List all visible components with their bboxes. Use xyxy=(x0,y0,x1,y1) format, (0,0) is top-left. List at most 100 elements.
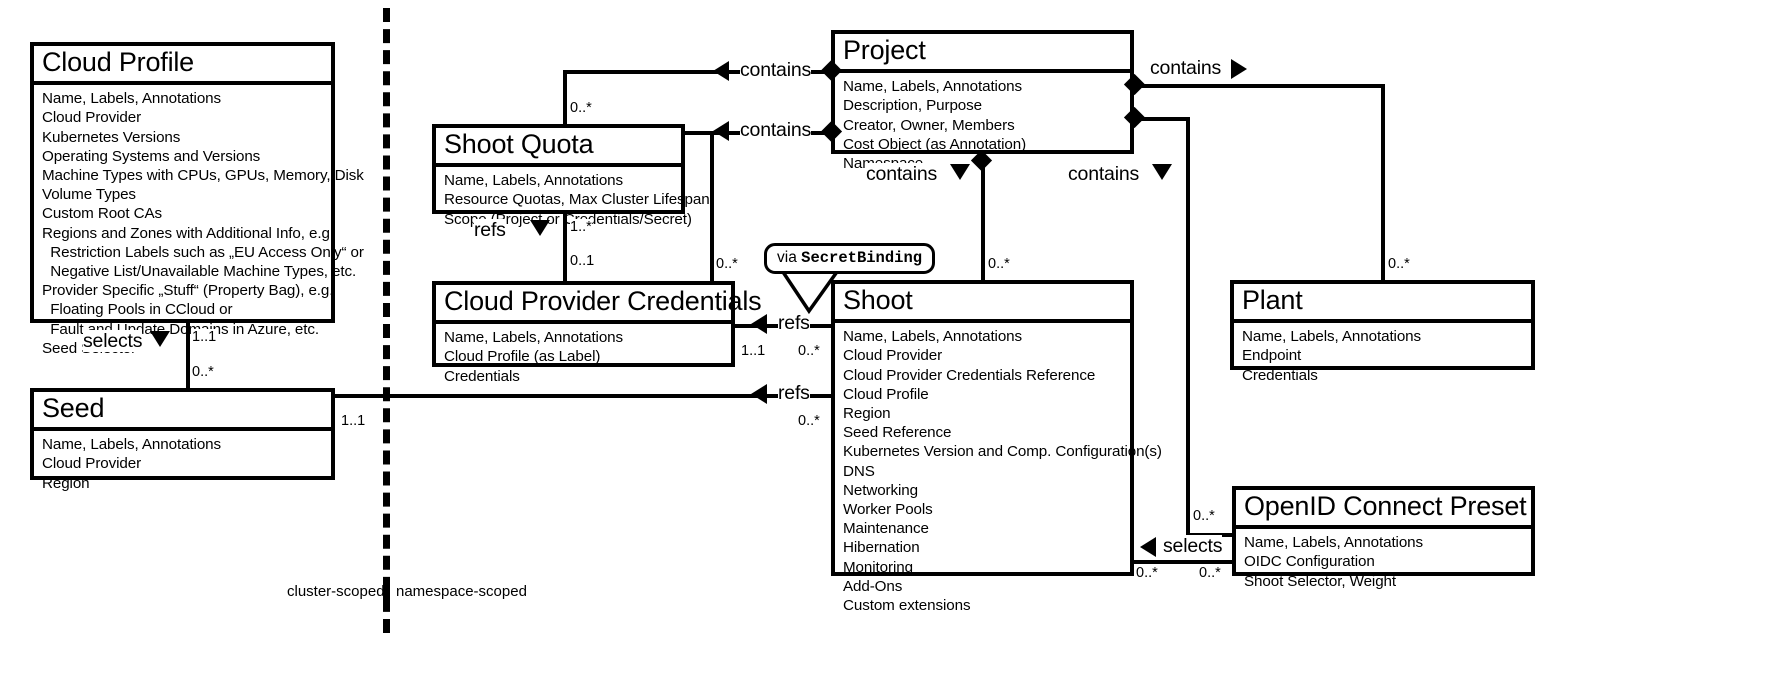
line-project-to-plant-horizontal xyxy=(1133,84,1385,88)
callout-tail-secretbinding xyxy=(779,267,841,315)
attr: Floating Pools in CCloud or xyxy=(42,301,233,319)
callout-resource-name: SecretBinding xyxy=(801,249,923,267)
arrow-contains-quota-lower-icon xyxy=(713,121,729,141)
class-box-cloud-provider-credentials[interactable]: Cloud Provider Credentials Name, Labels,… xyxy=(432,281,762,385)
class-title-cloud-provider-credentials: Cloud Provider Credentials xyxy=(436,285,762,325)
attr: Cloud Provider xyxy=(843,347,943,365)
relation-label-contains-quota-upper: contains xyxy=(740,59,812,81)
attr: Name, Labels, Annotations xyxy=(843,328,1023,346)
attr: Networking xyxy=(843,481,918,499)
attr: Cloud Provider xyxy=(42,109,142,127)
attr: Regions and Zones with Additional Info, … xyxy=(42,224,334,242)
relation-label-contains-oidc: contains xyxy=(1068,163,1140,185)
attr: Cloud Profile xyxy=(843,385,929,403)
relation-label-contains-shoot: contains xyxy=(866,163,938,185)
class-box-plant[interactable]: Plant Name, Labels, Annotations Endpoint… xyxy=(1230,280,1535,384)
attr: Volume Types xyxy=(42,186,136,204)
relation-label-refs-shoot-seed: refs xyxy=(778,382,810,404)
class-box-openid-connect-preset[interactable]: OpenID Connect Preset Name, Labels, Anno… xyxy=(1232,486,1535,590)
class-attrs-openid-connect-preset: Name, Labels, Annotations OIDC Configura… xyxy=(1236,529,1531,596)
scope-note-cluster-scoped: cluster-scoped xyxy=(287,583,385,600)
line-credentials-right-to-shoot xyxy=(710,324,832,328)
attr: Region xyxy=(843,404,891,422)
attr: Cloud Provider Credentials Reference xyxy=(843,366,1096,384)
attr: Hibernation xyxy=(843,539,920,557)
attr: Seed Reference xyxy=(843,424,952,442)
attr: Machine Types with CPUs, GPUs, Memory, D… xyxy=(42,166,364,184)
class-title-shoot: Shoot xyxy=(835,284,1130,324)
arrow-refs-shoot-credentials-icon xyxy=(751,314,767,334)
class-title-shoot-quota: Shoot Quota xyxy=(436,128,681,168)
multiplicity-project-plant: 0..* xyxy=(1388,256,1410,272)
attr: Kubernetes Versions xyxy=(42,128,181,146)
line-quota-to-credentials xyxy=(563,213,567,285)
multiplicity-project-shoot: 0..* xyxy=(988,256,1010,272)
attr: Name, Labels, Annotations xyxy=(1244,534,1424,552)
attr: Cost Object (as Annotation) xyxy=(843,135,1027,153)
attr: Add-Ons xyxy=(843,577,903,595)
line-quota-to-project-vertical xyxy=(563,70,567,125)
line-project-to-oidc-vertical xyxy=(1186,117,1190,537)
attr: Restriction Labels such as „EU Access On… xyxy=(42,243,364,261)
attr: Custom Root CAs xyxy=(42,205,163,223)
class-box-project[interactable]: Project Name, Labels, Annotations Descri… xyxy=(831,30,1134,172)
class-box-shoot-quota[interactable]: Shoot Quota Name, Labels, Annotations Re… xyxy=(432,124,710,228)
arrow-selects-seed-icon xyxy=(150,331,170,347)
relation-label-refs-shoot-credentials: refs xyxy=(778,312,810,334)
class-box-shoot[interactable]: Shoot Name, Labels, Annotations Cloud Pr… xyxy=(831,280,1162,614)
line-quota-to-project-horizontal xyxy=(563,70,831,74)
attr: Name, Labels, Annotations xyxy=(444,172,624,190)
arrow-refs-credentials-icon xyxy=(530,220,550,236)
attr: Shoot Selector, Weight xyxy=(1244,572,1397,590)
attr: DNS xyxy=(843,462,875,480)
arrow-contains-oidc-icon xyxy=(1152,164,1172,180)
attr: Kubernetes Version and Comp. Configurati… xyxy=(843,443,1162,461)
line-quota-down-to-shoot-row xyxy=(710,131,714,324)
attr: Region xyxy=(42,474,90,492)
attr: Provider Specific „Stuff“ (Property Bag)… xyxy=(42,282,334,300)
relation-label-contains-quota-lower: contains xyxy=(740,119,812,141)
relation-label-contains-plant: contains xyxy=(1150,57,1222,79)
attr: Name, Labels, Annotations xyxy=(843,78,1023,96)
multiplicity-credentials-refs-source: 1..1 xyxy=(741,343,766,359)
multiplicity-credentials-refs-target: 0..* xyxy=(798,343,820,359)
class-box-cloud-profile[interactable]: Cloud Profile Name, Labels, Annotations … xyxy=(30,42,364,357)
class-title-seed: Seed xyxy=(34,392,331,432)
multiplicity-cloudprofile-selects-target: 0..* xyxy=(192,364,214,380)
line-oidc-selects-shoot xyxy=(1133,560,1232,564)
class-attrs-cloud-profile: Name, Labels, Annotations Cloud Provider… xyxy=(34,85,364,363)
line-project-to-plant-vertical xyxy=(1381,84,1385,280)
line-project-to-oidc-horizontal-top xyxy=(1133,117,1190,121)
attr: Creator, Owner, Members xyxy=(843,116,1015,134)
multiplicity-quota-refs-target: 0..1 xyxy=(570,253,595,269)
class-box-seed[interactable]: Seed Name, Labels, Annotations Cloud Pro… xyxy=(30,388,335,492)
arrow-contains-plant-icon xyxy=(1231,59,1247,79)
class-attrs-shoot-quota: Name, Labels, Annotations Resource Quota… xyxy=(436,167,710,234)
relation-label-selects-shoot: selects xyxy=(1163,535,1223,557)
multiplicity-oidc-selects-target: 0..* xyxy=(1199,565,1221,581)
attr: Name, Labels, Annotations xyxy=(444,329,624,347)
attr: Cloud Profile (as Label) xyxy=(444,348,601,366)
attr: Name, Labels, Annotations xyxy=(42,436,222,454)
class-title-plant: Plant xyxy=(1234,284,1531,324)
arrow-contains-shoot-icon xyxy=(950,164,970,180)
class-attrs-plant: Name, Labels, Annotations Endpoint Crede… xyxy=(1234,323,1531,390)
attr: Maintenance xyxy=(843,520,929,538)
attr: Endpoint xyxy=(1242,347,1302,365)
attr: Description, Purpose xyxy=(843,97,982,115)
attr: Name, Labels, Annotations xyxy=(1242,328,1422,346)
attr: Cloud Provider xyxy=(42,455,142,473)
class-attrs-cloud-provider-credentials: Name, Labels, Annotations Cloud Profile … xyxy=(436,324,731,391)
multiplicity-quota-project-upper: 0..* xyxy=(570,100,592,116)
attr: OIDC Configuration xyxy=(1244,553,1375,571)
multiplicity-quota-shoot-column: 0..* xyxy=(716,256,738,272)
multiplicity-cloudprofile-selects-source: 1..1 xyxy=(192,329,217,345)
attr: Credentials xyxy=(444,367,520,385)
attr: Monitoring xyxy=(843,558,913,576)
multiplicity-seed-refs-target: 0..* xyxy=(798,413,820,429)
class-title-project: Project xyxy=(835,34,1130,74)
attr: Worker Pools xyxy=(843,500,933,518)
arrow-refs-shoot-seed-icon xyxy=(751,384,767,404)
class-attrs-shoot: Name, Labels, Annotations Cloud Provider… xyxy=(835,323,1162,620)
